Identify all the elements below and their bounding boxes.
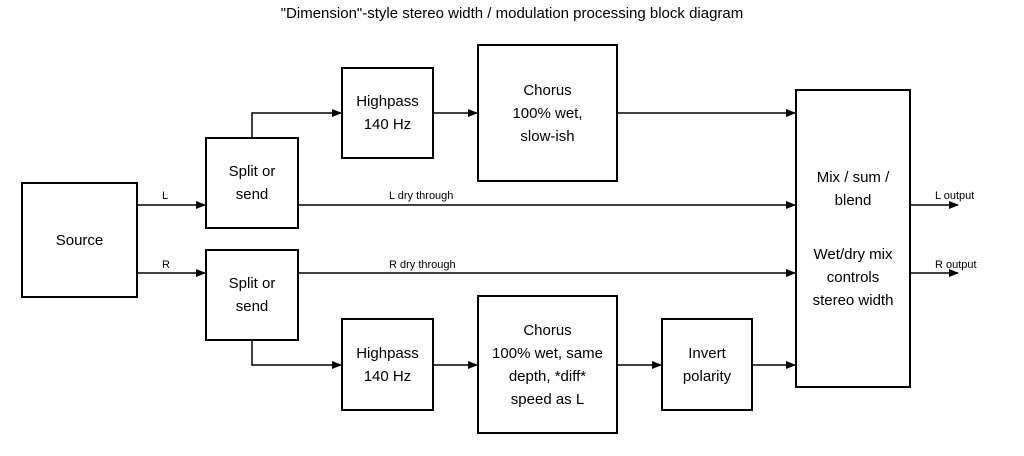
highpass-l-label-1: Highpass [356, 93, 419, 110]
source-block: Source [21, 182, 138, 298]
mix-label-1: Mix / sum / [816, 169, 890, 186]
chorus-r-label-1: Chorus [523, 321, 572, 339]
split-l-block: Split or send [205, 137, 299, 229]
mix-block: Mix / sum / blend Wet/dry mix controls s… [795, 89, 911, 388]
highpass-r-label-2: 140 Hz [363, 367, 412, 385]
mix-label-3: Wet/dry mix [813, 246, 893, 263]
split-l-label-2: send [235, 186, 269, 203]
highpass-r-block: Highpass 140 Hz [341, 318, 434, 411]
split-l-label-1: Split or [228, 163, 276, 180]
chorus-r-label-3: depth, *diff* [508, 367, 587, 385]
highpass-l-label-2: 140 Hz [363, 116, 412, 133]
l-output-label: L output [935, 190, 975, 202]
r-dry-through-label: R dry through [389, 259, 456, 271]
l-dry-through-label: L dry through [389, 190, 454, 202]
connector-split-r-to-highpass-r [251, 340, 342, 369]
chorus-l-label-1: Chorus [523, 81, 572, 99]
source-label: Source [55, 231, 104, 249]
invert-polarity-block: Invert polarity [661, 318, 753, 411]
split-r-label-1: Split or [228, 275, 276, 292]
l-signal-label: L [162, 190, 169, 202]
diagram-title: "Dimension"-style stereo width / modulat… [280, 5, 744, 22]
r-output-label: R output [935, 259, 977, 271]
chorus-l-label-2: 100% wet, [512, 104, 583, 122]
r-signal-label: R [162, 259, 170, 271]
mix-label-2: blend [834, 192, 872, 209]
highpass-l-block: Highpass 140 Hz [341, 67, 434, 159]
chorus-l-label-3: slow-ish [520, 127, 575, 145]
split-r-label-2: send [235, 298, 269, 315]
invert-label-2: polarity [682, 367, 732, 385]
connector-split-l-to-highpass-l [251, 109, 342, 138]
split-r-block: Split or send [205, 249, 299, 341]
chorus-r-block: Chorus 100% wet, same depth, *diff* spee… [477, 295, 618, 434]
chorus-r-label-2: 100% wet, same [492, 344, 603, 362]
mix-label-5: stereo width [812, 292, 894, 309]
mix-label-4: controls [826, 269, 880, 286]
highpass-r-label-1: Highpass [356, 344, 419, 362]
invert-label-1: Invert [688, 344, 726, 362]
chorus-r-label-4: speed as L [510, 390, 585, 408]
chorus-l-block: Chorus 100% wet, slow-ish [477, 44, 618, 182]
